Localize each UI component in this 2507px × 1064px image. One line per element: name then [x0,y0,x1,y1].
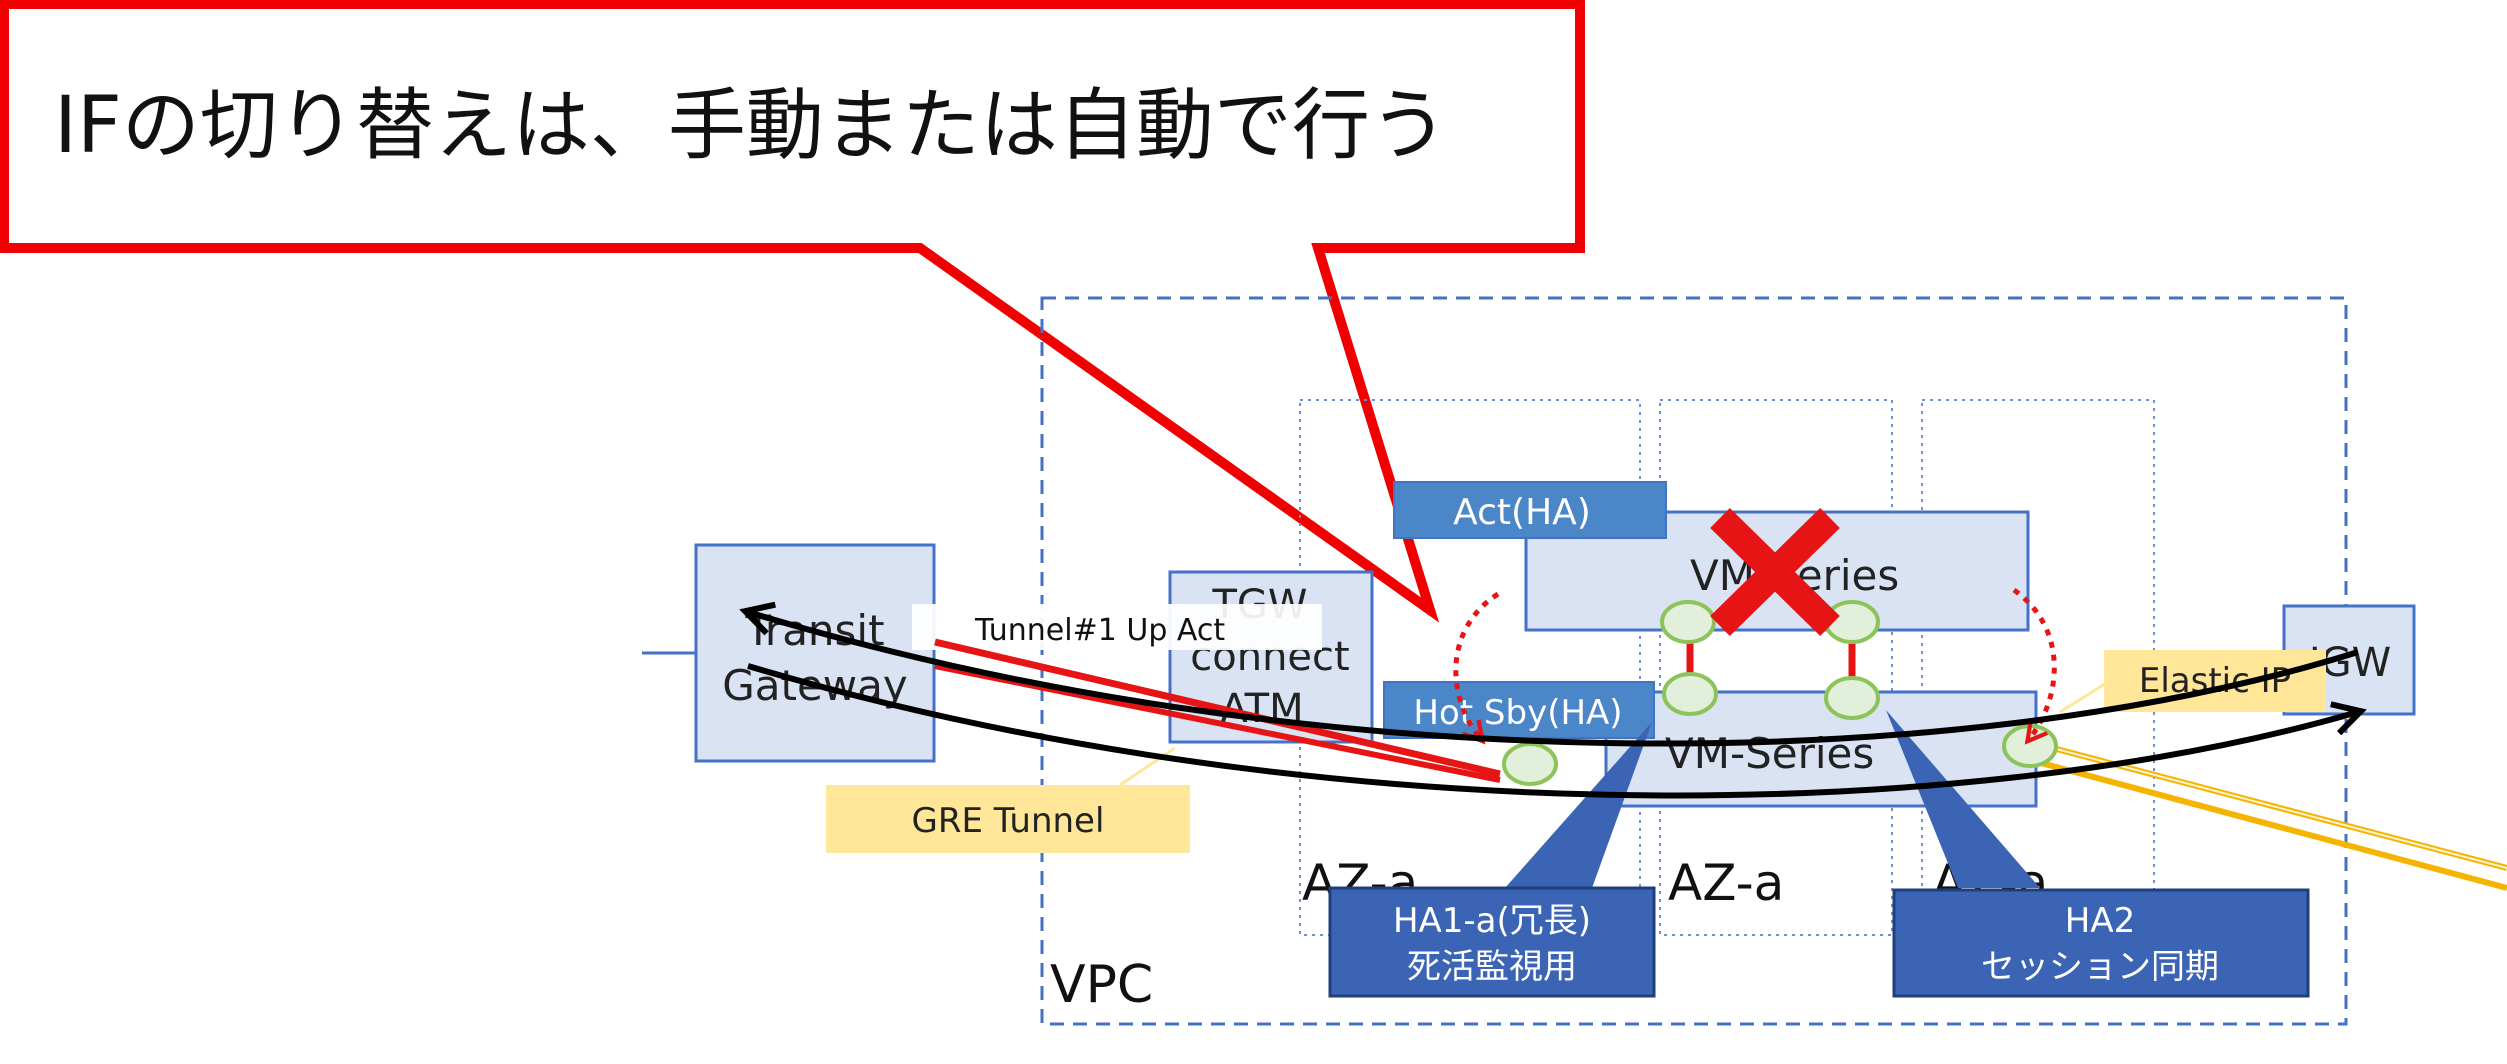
gre-tunnel-box [826,785,1190,853]
elastic-ip-pointer-line [2059,680,2109,714]
callout-text: IFの切り替えは、手動または自動で行う [54,81,1448,171]
traffic-arrow-inbound [748,612,2359,747]
az-label-2: AZ-a [1668,854,1784,912]
act-ha-label: Act(HA) [1453,492,1591,533]
gre-tunnel-label: GRE Tunnel [912,801,1105,841]
ha2-pointer [1886,710,2040,888]
ha1-line1: HA1-a(冗長) [1393,901,1591,941]
ha2-line1: HA2 [2065,901,2135,941]
vpc-label: VPC [1050,955,1153,1015]
callout-shape [0,0,1585,623]
tunnel-label-bg [912,604,1322,650]
hot-sby-label: Hot Sby(HA) [1413,693,1622,733]
traffic-arrow-outbound [747,663,2358,799]
gre-pointer-line [1119,746,1176,787]
act-ha-badge [1393,481,1667,539]
ha1-line2: 死活監視用 [1407,947,1577,987]
red-tunnel-lines [934,638,1501,783]
if-circle-top-left [1660,600,1716,644]
ha2-line2: セッション同期 [1981,947,2219,987]
hot-sby-badge [1383,681,1655,739]
if-circle-mid-right [1824,676,1880,720]
if-circle-bottom-right [2002,724,2058,768]
ha1-box [1328,886,1656,998]
tunnel-label: Tunnel#1 Up Act [974,613,1225,648]
ha2-box [1892,888,2310,998]
failover-arrow-right [2012,587,2057,738]
failover-arrow-left [1453,591,1500,738]
if-circle-bottom-left [1502,742,1558,786]
az-boundary-2 [1659,399,1893,936]
failure-x-icon [1710,508,1840,636]
callout: IFの切り替えは、手動または自動で行う [0,0,1585,623]
ha1-pointer [1505,722,1652,888]
elastic-ip-label: Elastic IP [2139,661,2291,701]
if-circle-mid-left [1662,672,1718,716]
